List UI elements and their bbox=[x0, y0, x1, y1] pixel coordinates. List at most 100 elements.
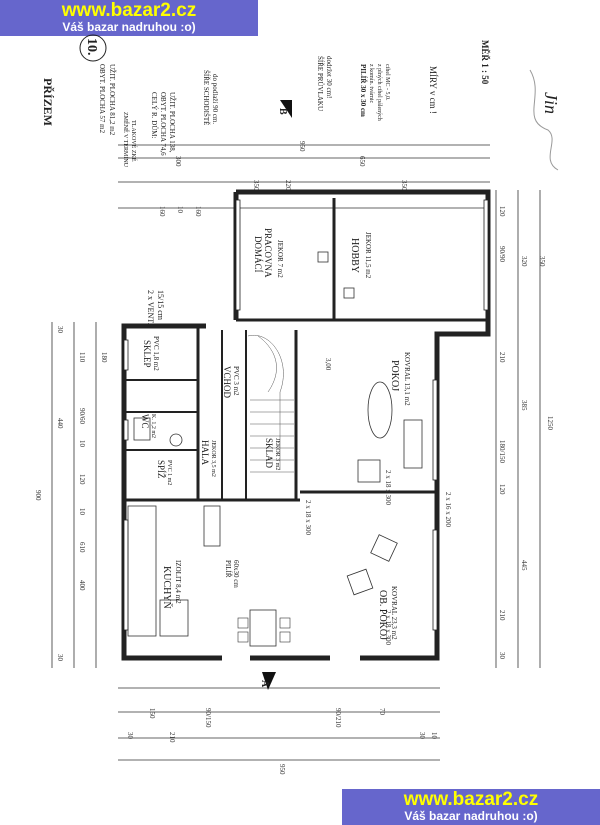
dim-top-5: 350 bbox=[252, 180, 260, 191]
dim-left-total: 900 bbox=[34, 490, 42, 501]
stair-steps-label: 3,00 bbox=[324, 358, 332, 371]
dim-bottom-total: 950 bbox=[278, 764, 286, 775]
toilet bbox=[169, 433, 183, 447]
dim-bottom-5: 210 bbox=[168, 732, 176, 743]
top-watermark-banner[interactable]: www.bazar2.cz Váš bazar nadruhou :o) bbox=[0, 0, 258, 36]
area-line-7: UŽIT. PLOCHA 138, bbox=[168, 92, 176, 153]
dim-top-2: 650 bbox=[358, 156, 366, 167]
dim-top-7: 10 bbox=[176, 206, 184, 214]
room-hobby-floor: JEKOR 11,5 m2 bbox=[364, 232, 372, 279]
kitchen-counter bbox=[127, 505, 157, 637]
area-line-1: OBYT. PLOCHA 57 m2 bbox=[98, 64, 106, 134]
chimney-1 bbox=[317, 251, 329, 263]
room-domaci-name-1: DOMÁCÍ bbox=[253, 236, 263, 273]
dim-right-4: 350 bbox=[538, 256, 546, 267]
signature-scribble bbox=[529, 69, 559, 171]
dim-right-10: 210 bbox=[498, 610, 506, 621]
banner-tagline: Váš bazar nadruhou :o) bbox=[62, 20, 196, 34]
room-sklad-floor: JEKOR 3 m2 bbox=[274, 438, 280, 470]
dim-right-total: 1250 bbox=[546, 416, 554, 431]
dim-left-3: 180 bbox=[100, 352, 108, 363]
room-obpokoj-name: OB. POKOJ bbox=[377, 590, 388, 640]
dim-left-1: 30 bbox=[56, 326, 64, 334]
pilir-note-2: 60x30 cm bbox=[232, 560, 240, 588]
windows bbox=[123, 199, 489, 631]
room-sklad-name: SKLAD bbox=[264, 438, 274, 469]
dim-right-6: 385 bbox=[520, 400, 528, 411]
armchair-2 bbox=[370, 534, 398, 562]
staircase: 3,00 bbox=[247, 334, 332, 473]
window-code-1: 2 x 18 x 300 bbox=[304, 500, 312, 536]
scale-note: MĚŘ 1 : 50 bbox=[480, 40, 490, 85]
area-line-2: UŽIT. PLOCHA 81,2 m2 bbox=[108, 64, 116, 136]
area-line-6: OBYT. PLOCHA 74,6 bbox=[159, 92, 167, 156]
room-spiz-name: SPÍŽ bbox=[156, 460, 166, 479]
dim-right-5: 210 bbox=[498, 352, 506, 363]
dim-top-3: 350 bbox=[400, 180, 408, 191]
stair-note-2: do podlaží 90 cm. bbox=[211, 74, 219, 124]
dim-bottom-3: 90/210 bbox=[334, 708, 342, 728]
fridge bbox=[203, 505, 221, 547]
section-arrow-b bbox=[280, 100, 292, 118]
dim-left-10: 400 bbox=[78, 580, 86, 591]
wc-basin bbox=[133, 417, 151, 441]
room-sklep-name: SKLEP bbox=[142, 340, 152, 368]
vent-note-1: 2 x VENT. bbox=[146, 290, 155, 325]
units-note: MÍRY v cm ! bbox=[428, 66, 438, 114]
pillar-note-1: ŠÍŘE PRŮVLAKU bbox=[316, 56, 324, 111]
dim-bottom-8: 10 bbox=[430, 732, 438, 740]
dim-right-8: 120 bbox=[498, 484, 506, 495]
banner-url-bottom[interactable]: www.bazar2.cz bbox=[403, 789, 539, 810]
room-wc-floor: K. 1,2 m2 bbox=[150, 414, 156, 438]
dim-bottom-7: 30 bbox=[418, 732, 426, 740]
header-notes: PŘÍZEM 10. OBYT. PLOCHA 57 m2 UŽIT. PLOC… bbox=[41, 34, 561, 171]
room-sklep-floor: PVC 1,8 m2 bbox=[152, 336, 160, 371]
dim-bottom-2: 90/150 bbox=[204, 708, 212, 728]
coffee-table bbox=[367, 381, 393, 439]
dim-top-1: 300 bbox=[174, 156, 182, 167]
dim-left-6: 10 bbox=[78, 440, 86, 448]
plan-annotations: 2 x VENT. 15/15 cm PILÍŘ 60x30 cm 2 x 18… bbox=[146, 290, 452, 690]
top-dimension-chain: 950 300 650 350 220 350 160 10 160 bbox=[118, 141, 490, 217]
dim-top-total: 950 bbox=[298, 141, 306, 152]
room-wc-name: WC bbox=[140, 414, 150, 429]
sheet-number: 10. bbox=[84, 38, 99, 56]
window-code-2: 2 x 18 x 300 bbox=[384, 470, 392, 506]
room-pokoj-name: POKOJ bbox=[389, 360, 400, 391]
section-mark-bottom: A bbox=[259, 680, 270, 688]
dim-left-2: 110 bbox=[78, 352, 86, 363]
dim-right-7: 180/150 bbox=[498, 440, 506, 463]
area-line-5: CELÝ R. DŮM: bbox=[150, 92, 158, 139]
room-labels: DOMÁCÍ PRACOVNA JEKOR 7 m2 HOBBY JEKOR 1… bbox=[140, 228, 411, 640]
column-note-1: PILÍŘ 30 x 30 cm bbox=[359, 64, 367, 117]
dim-bottom-4: 70 bbox=[378, 708, 386, 716]
room-obpokoj-floor: KOVRAL 23,3 m2 bbox=[390, 586, 398, 640]
room-spiz-floor: PVC 1 m2 bbox=[166, 460, 172, 485]
room-vchod-floor: PVC 3 m2 bbox=[232, 366, 240, 396]
dim-left-4: 440 bbox=[56, 418, 64, 429]
room-pokoj-floor: KOVRAL 13,1 m2 bbox=[403, 352, 411, 406]
section-mark-top: B bbox=[277, 108, 288, 115]
banner-url[interactable]: www.bazar2.cz bbox=[61, 0, 197, 21]
dim-left-7: 120 bbox=[78, 474, 86, 485]
dim-right-11: 30 bbox=[498, 652, 506, 660]
sofa bbox=[403, 419, 423, 469]
room-hala-name: HALA bbox=[200, 440, 210, 465]
dim-top-6: 160 bbox=[158, 206, 166, 217]
signature: Jin bbox=[541, 92, 561, 114]
bottom-dimension-chain: 950 150 90/150 90/210 70 210 30 30 10 bbox=[118, 687, 440, 775]
column-note-4: cihel MC - 5,0. bbox=[384, 64, 390, 101]
area-line-3: ZMĚNĚ V TERMÍNU bbox=[122, 112, 130, 168]
window-code-4: 2 x 16 x 200 bbox=[444, 492, 452, 528]
sheet-number-circle bbox=[79, 34, 107, 62]
dim-right-3: 90/90 bbox=[498, 246, 506, 262]
area-line-4: TLAKOVÉ ZKÉ bbox=[130, 120, 138, 162]
chimney-2 bbox=[343, 287, 355, 299]
column-note-3: z plných cihel pálených bbox=[376, 64, 382, 121]
armchair-1 bbox=[357, 459, 381, 483]
dim-left-8: 10 bbox=[78, 508, 86, 516]
armchair-3 bbox=[346, 568, 374, 596]
pillar-note-2: dodržet 30 cm! bbox=[325, 56, 333, 98]
bottom-watermark-banner[interactable]: www.bazar2.cz Váš bazar nadruhou :o) bbox=[342, 789, 600, 825]
banner-tagline-bottom: Váš bazar nadruhou :o) bbox=[404, 809, 538, 823]
